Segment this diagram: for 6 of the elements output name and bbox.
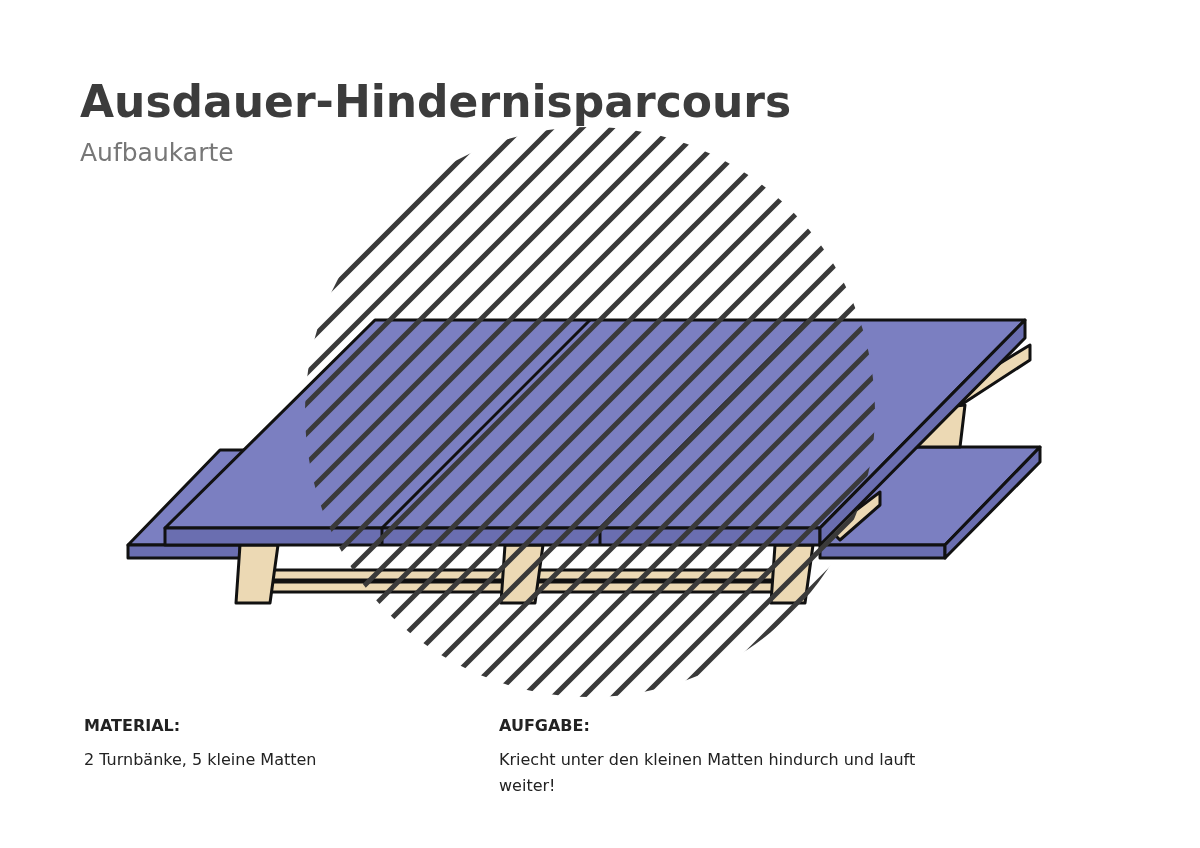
subtitle: Aufbaukarte (80, 138, 234, 167)
section-heading: AUFGABE: (499, 716, 591, 735)
material-text: 2 Turnbänke, 5 kleine Matten (84, 749, 318, 771)
task-text: Kriecht unter den kleinen Matten hindurch und lauft weiter! (499, 749, 917, 797)
page-title: Ausdauer-Hindernisparcours (80, 76, 792, 127)
section-heading: MATERIAL: (84, 716, 182, 735)
